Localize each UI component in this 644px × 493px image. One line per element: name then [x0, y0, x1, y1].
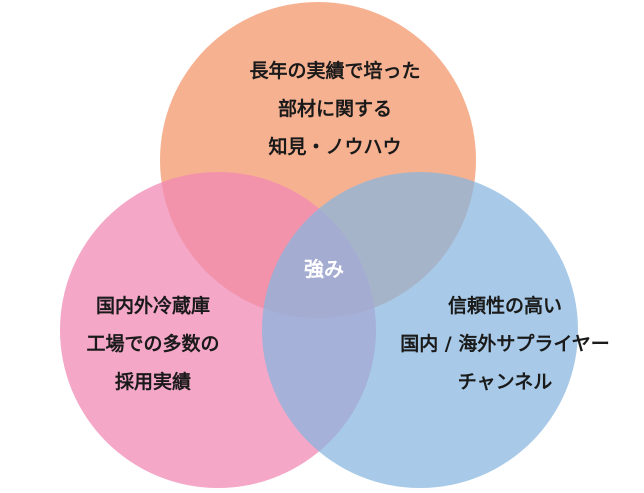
circle-left-line: 国内外冷蔵庫: [95, 295, 210, 317]
circle-right-line: チャンネル: [457, 371, 553, 393]
circle-left-label: 国内外冷蔵庫 工場での多数の 採用実績: [48, 287, 258, 401]
circle-left-line: 工場での多数の: [86, 333, 220, 355]
circle-top-label: 長年の実績で培った 部材に関する 知見・ノウハウ: [210, 52, 460, 166]
circle-right-label: 信頼性の高い 国内 / 海外サプライヤー チャンネル: [370, 287, 640, 401]
circle-right-line: 信頼性の高い: [447, 295, 562, 317]
circle-top-line: 知見・ノウハウ: [268, 136, 402, 158]
circle-left-line: 採用実績: [114, 371, 191, 393]
circle-top-line: 部材に関する: [277, 98, 392, 120]
center-label: 強み: [304, 257, 344, 281]
circle-right-line: 国内 / 海外サプライヤー: [400, 333, 610, 355]
circle-right: [262, 172, 578, 488]
circle-top-line: 長年の実績で培った: [249, 60, 421, 82]
